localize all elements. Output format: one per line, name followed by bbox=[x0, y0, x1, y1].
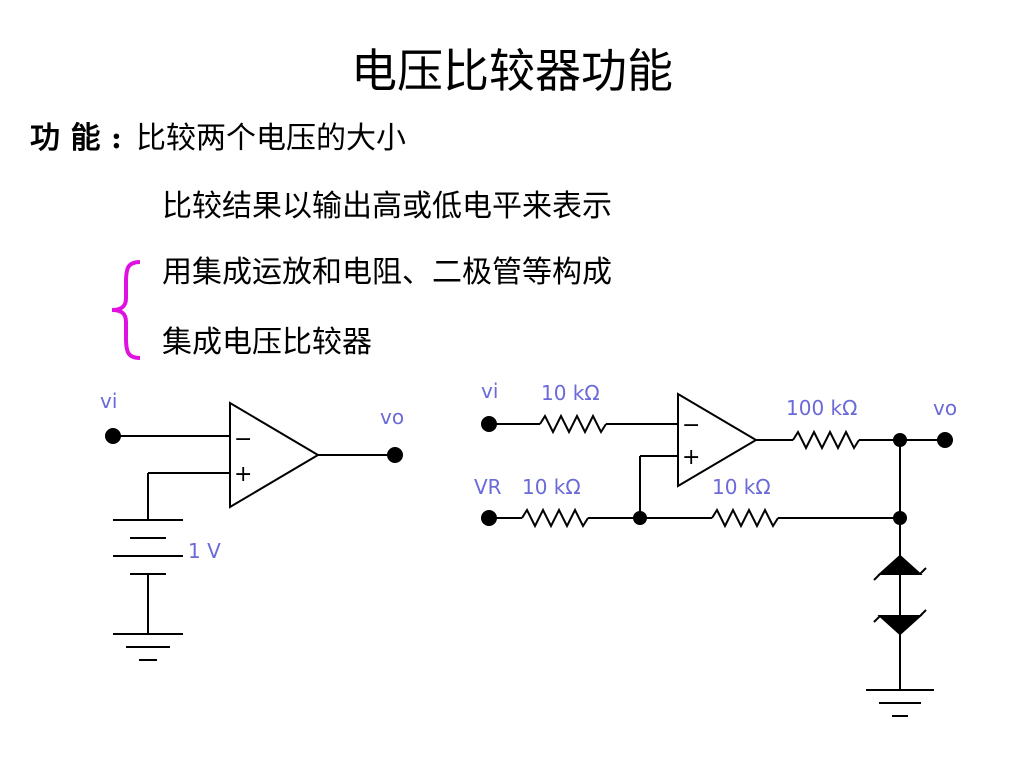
input-resistor bbox=[539, 413, 607, 435]
source-label: 1 V bbox=[188, 539, 221, 563]
zener-diode-2 bbox=[877, 615, 923, 636]
ref-resistor-label: 10 kΩ bbox=[522, 475, 581, 499]
right-output-terminal bbox=[937, 432, 953, 448]
function-label: 功 能 : bbox=[30, 121, 122, 156]
feedback-resistor bbox=[711, 507, 779, 529]
function-text: 比较两个电压的大小 bbox=[136, 121, 406, 156]
zener-diode-1 bbox=[877, 554, 923, 575]
result-text: 比较结果以输出高或低电平来表示 bbox=[162, 189, 612, 224]
right-minus-sign: − bbox=[682, 413, 700, 438]
page-title: 电压比较器功能 bbox=[351, 44, 673, 98]
left-minus-sign: − bbox=[234, 427, 252, 452]
right-input-label: vi bbox=[481, 379, 498, 403]
feedback-resistor-label: 10 kΩ bbox=[712, 475, 771, 499]
ref-label: VR bbox=[474, 475, 502, 499]
output-terminal bbox=[387, 447, 403, 463]
output-resistor-label: 100 kΩ bbox=[786, 396, 857, 420]
left-input-label: vi bbox=[100, 389, 117, 413]
right-plus-sign: + bbox=[682, 445, 700, 470]
input-resistor-label: 10 kΩ bbox=[541, 381, 600, 405]
output-resistor bbox=[792, 429, 860, 451]
left-comparator-circuit bbox=[105, 401, 403, 661]
left-output-label: vo bbox=[380, 405, 404, 429]
right-op-amp-triangle bbox=[677, 392, 758, 488]
left-plus-sign: + bbox=[234, 462, 252, 487]
implementation-item-2: 集成电压比较器 bbox=[162, 325, 372, 360]
right-output-label: vo bbox=[933, 396, 957, 420]
op-amp-triangle bbox=[229, 401, 320, 509]
right-comparator-circuit bbox=[481, 392, 953, 717]
ref-resistor bbox=[521, 507, 589, 529]
implementation-item-1: 用集成运放和电阻、二极管等构成 bbox=[162, 255, 612, 290]
curly-brace bbox=[111, 260, 141, 360]
